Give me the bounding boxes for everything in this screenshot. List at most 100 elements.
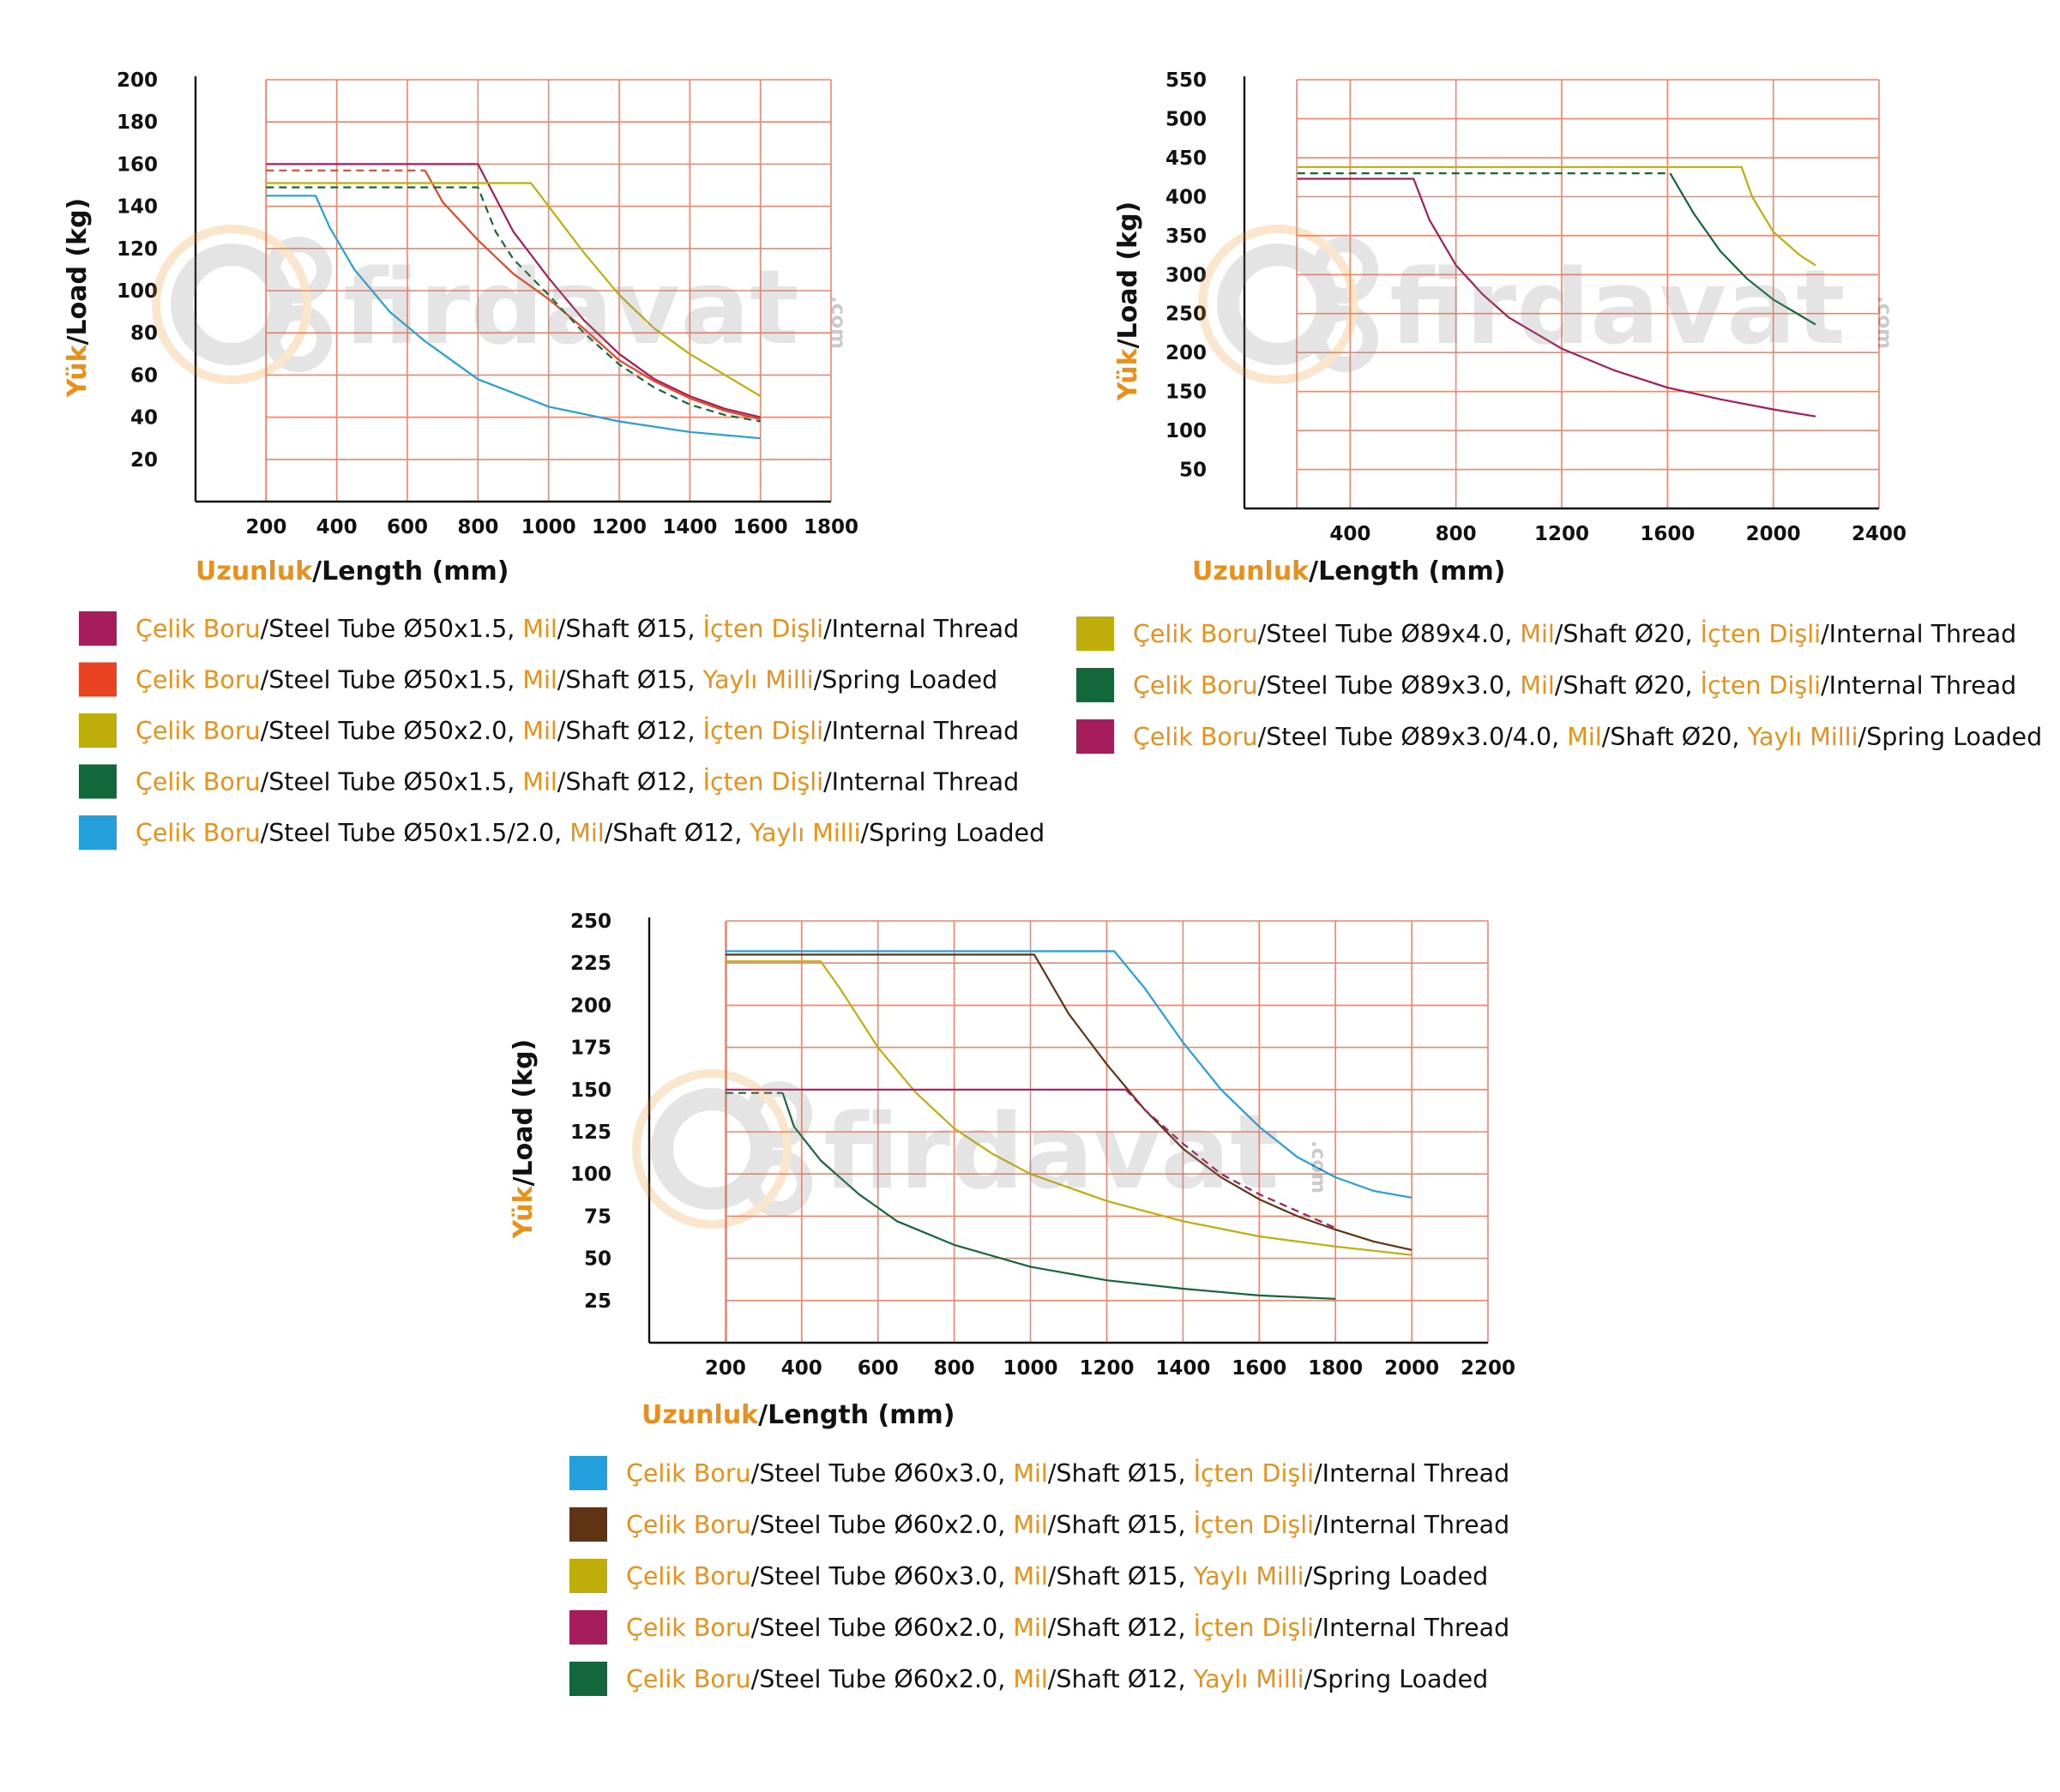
- legend-entry: Çelik Boru/Steel Tube Ø89x3.0, Mil/Shaft…: [1133, 671, 2016, 700]
- x-tick-label: 600: [858, 1357, 899, 1380]
- series-line-dark_green: [1669, 172, 1816, 326]
- x-tick-label: 1200: [1534, 523, 1589, 545]
- x-tick-label: 2000: [1746, 523, 1801, 545]
- legend-entry: Çelik Boru/Steel Tube Ø60x2.0, Mil/Shaft…: [626, 1665, 1488, 1693]
- legend-swatch: [1076, 668, 1114, 702]
- legend-entry: Çelik Boru/Steel Tube Ø60x2.0, Mil/Shaft…: [626, 1511, 1509, 1539]
- y-axis-title: Yük/Load (kg): [1113, 201, 1143, 402]
- y-tick-label: 550: [1166, 69, 1207, 92]
- y-tick-label: 50: [584, 1248, 611, 1271]
- y-tick-label: 40: [130, 407, 158, 430]
- series-line-sky_blue: [266, 195, 761, 440]
- x-tick-label: 1400: [1155, 1357, 1210, 1380]
- x-tick-label: 1000: [521, 516, 576, 538]
- y-axis-title: Yük/Load (kg): [63, 198, 93, 399]
- x-tick-label: 1800: [1308, 1357, 1363, 1380]
- watermark-chart1: firdavat .com: [152, 225, 849, 384]
- y-tick-label: 100: [570, 1164, 611, 1186]
- logo-ring-icon: [651, 1088, 773, 1210]
- legend-entry: Çelik Boru/Steel Tube Ø89x3.0/4.0, Mil/S…: [1133, 723, 2042, 751]
- x-tick-label: 1800: [804, 516, 858, 538]
- x-tick-label: 400: [316, 516, 358, 538]
- y-tick-label: 75: [584, 1206, 611, 1228]
- y-tick-label: 175: [570, 1037, 611, 1060]
- y-tick-label: 300: [1166, 264, 1207, 286]
- logo-ring-icon: [745, 1150, 812, 1217]
- y-tick-label: 200: [1166, 342, 1207, 364]
- x-tick-label: 800: [1436, 523, 1477, 545]
- y-tick-label: 150: [570, 1079, 611, 1102]
- watermark-suffix: .com: [1873, 296, 1895, 349]
- y-tick-label: 200: [570, 995, 611, 1017]
- x-tick-label: 800: [457, 516, 498, 538]
- legend-entry: Çelik Boru/Steel Tube Ø50x1.5/2.0, Mil/S…: [136, 819, 1045, 847]
- x-tick-label: 2200: [1461, 1357, 1515, 1380]
- legend: Çelik Boru/Steel Tube Ø50x1.5, Mil/Shaft…: [79, 611, 1045, 850]
- y-tick-label: 400: [1166, 186, 1207, 208]
- y-tick-label: 225: [570, 953, 611, 975]
- series-line-olive: [266, 182, 762, 397]
- series-line-olive: [1297, 165, 1816, 267]
- legend-swatch: [1076, 719, 1114, 754]
- logo-ring-icon: [632, 1069, 792, 1229]
- legend-swatch: [569, 1662, 607, 1696]
- y-tick-label: 80: [130, 322, 158, 345]
- watermark-brand: firdavat: [1389, 249, 1846, 368]
- grid: [265, 79, 832, 502]
- legend-entry: Çelik Boru/Steel Tube Ø50x2.0, Mil/Shaft…: [136, 717, 1019, 745]
- series-line-wine: [266, 163, 761, 418]
- x-tick-label: 1600: [1640, 523, 1695, 545]
- series-line-red_orange: [424, 170, 761, 421]
- legend-entry: Çelik Boru/Steel Tube Ø50x1.5, Mil/Shaft…: [136, 768, 1019, 797]
- legend: Çelik Boru/Steel Tube Ø60x3.0, Mil/Shaft…: [569, 1456, 1509, 1696]
- watermark-brand: firdavat: [823, 1093, 1280, 1212]
- legend-swatch: [79, 815, 117, 850]
- legend-swatch: [569, 1507, 607, 1542]
- x-axis-title: Uzunluk/Length (mm): [1192, 556, 1505, 586]
- logo-ring-icon: [152, 225, 311, 384]
- logo-ring-icon: [745, 1081, 812, 1148]
- logo-ring-icon: [171, 244, 292, 365]
- watermark-brand: firdavat: [343, 249, 799, 368]
- y-tick-label: 50: [1179, 460, 1207, 482]
- legend-entry: Çelik Boru/Steel Tube Ø50x1.5, Mil/Shaft…: [136, 666, 997, 695]
- y-tick-label: 140: [117, 196, 158, 219]
- x-tick-label: 1600: [1232, 1357, 1286, 1380]
- y-tick-label: 20: [130, 449, 158, 472]
- series-line-wine: [1124, 1089, 1336, 1230]
- x-tick-label: 1200: [1079, 1357, 1134, 1380]
- logo-ring-icon: [1311, 237, 1378, 304]
- x-tick-label: 600: [387, 516, 428, 538]
- y-tick-label: 25: [584, 1290, 611, 1313]
- y-tick-label: 60: [130, 364, 158, 387]
- watermark-suffix: .com: [827, 296, 849, 349]
- y-tick-label: 100: [1166, 420, 1207, 442]
- x-tick-label: 400: [1329, 523, 1370, 545]
- y-tick-label: 250: [1166, 304, 1207, 326]
- logo-ring-icon: [265, 237, 332, 304]
- y-tick-label: 100: [117, 280, 158, 303]
- y-axis-title: Yük/Load (kg): [509, 1039, 539, 1240]
- legend-swatch: [1076, 616, 1114, 651]
- y-tick-label: 350: [1166, 226, 1207, 248]
- legend-swatch: [79, 611, 117, 646]
- series-line-brown: [725, 953, 1412, 1251]
- logo-ring-icon: [265, 305, 332, 372]
- grid: [725, 920, 1489, 1343]
- legend-swatch: [79, 662, 117, 697]
- legend-entry: Çelik Boru/Steel Tube Ø60x3.0, Mil/Shaft…: [626, 1459, 1509, 1488]
- legend-swatch: [79, 713, 117, 748]
- x-tick-label: 2400: [1852, 523, 1906, 545]
- x-tick-label: 1600: [733, 516, 788, 538]
- legend-entry: Çelik Boru/Steel Tube Ø89x4.0, Mil/Shaft…: [1133, 620, 2016, 648]
- logo-ring-icon: [1198, 225, 1358, 384]
- logo-ring-icon: [1217, 244, 1339, 365]
- legend: Çelik Boru/Steel Tube Ø89x4.0, Mil/Shaft…: [1076, 616, 2042, 754]
- legend-entry: Çelik Boru/Steel Tube Ø50x1.5, Mil/Shaft…: [136, 615, 1019, 643]
- y-tick-label: 150: [1166, 382, 1207, 404]
- watermark-chart2: firdavat .com: [1198, 225, 1895, 384]
